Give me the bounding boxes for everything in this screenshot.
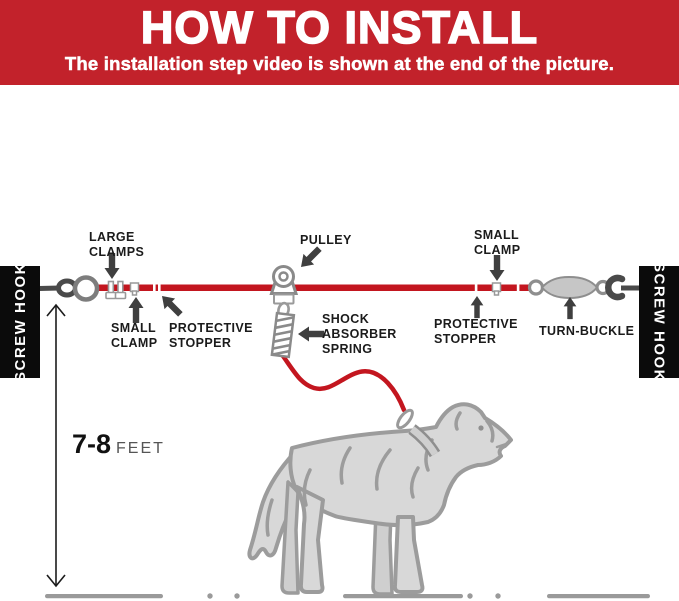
left-screw-hook-anchor: SCREW HOOK [0,262,40,382]
dog-near-hind-leg [295,485,325,594]
left-screw-hook-label: SCREW HOOK [11,262,29,382]
leash-cable [280,353,407,413]
dog-body [288,402,513,528]
label-large-clamps: LARGE CLAMPS [89,230,145,259]
page-title: HOW TO INSTALL [140,2,539,53]
label-protective-stopper-left: PROTECTIVE STOPPER [169,321,253,350]
dog-far-front-leg [371,510,394,596]
shock-absorber-arrow-icon [298,326,324,342]
small-clamp-left-arrow-icon [128,297,144,323]
turn-buckle-arrow-icon [563,297,577,320]
small-clamp-left-hardware [129,282,140,296]
dog-illustration [247,402,513,596]
label-small-clamp-left: SMALL CLAMP [111,321,158,350]
label-turn-buckle: TURN-BUCKLE [539,324,635,338]
protective-stopper-right-marks [474,283,520,292]
header-banner: HOW TO INSTALL The installation step vid… [0,0,679,85]
large-clamps-hardware [105,280,127,300]
trolley-cable [96,284,530,291]
label-pulley: PULLEY [300,233,352,247]
protective-stopper-left-marks [153,283,161,292]
turnbuckle-body [540,275,599,300]
small-clamp-right-arrow-icon [489,255,505,281]
height-measurement: 7-8 FEET [72,429,165,460]
dog-collar-band [409,426,439,456]
turnbuckle-left-ring [527,279,545,296]
height-value: 7-8 [72,429,112,459]
dog-eye [478,425,484,431]
label-protective-stopper-right: PROTECTIVE STOPPER [434,317,518,346]
height-unit: FEET [116,440,165,457]
right-screw-hook-anchor: SCREW HOOK [639,262,679,382]
dog-mouth-line [495,442,508,449]
left-eye-ring [72,275,100,302]
small-clamp-right-hardware [491,282,502,296]
shock-absorber-spring-hardware [270,311,296,359]
dog-far-hind-leg [280,480,300,595]
right-screw-hook-label: SCREW HOOK [650,262,668,382]
page-subtitle: The installation step video is shown at … [64,53,615,75]
dog-tail [247,450,298,561]
protective-stopper-left-arrow-icon [156,290,186,320]
height-measure-arrow [46,303,66,588]
dog-fur-lines [265,411,495,537]
label-small-clamp-right: SMALL CLAMP [474,228,521,257]
dog-near-front-leg [392,515,425,594]
ground-line [45,593,650,599]
leash-clip [396,408,414,430]
protective-stopper-right-arrow-icon [470,296,484,319]
label-shock-absorber-spring: SHOCK ABSORBER SPRING [322,312,397,356]
right-hook [605,274,626,301]
pulley-hardware [269,265,299,319]
